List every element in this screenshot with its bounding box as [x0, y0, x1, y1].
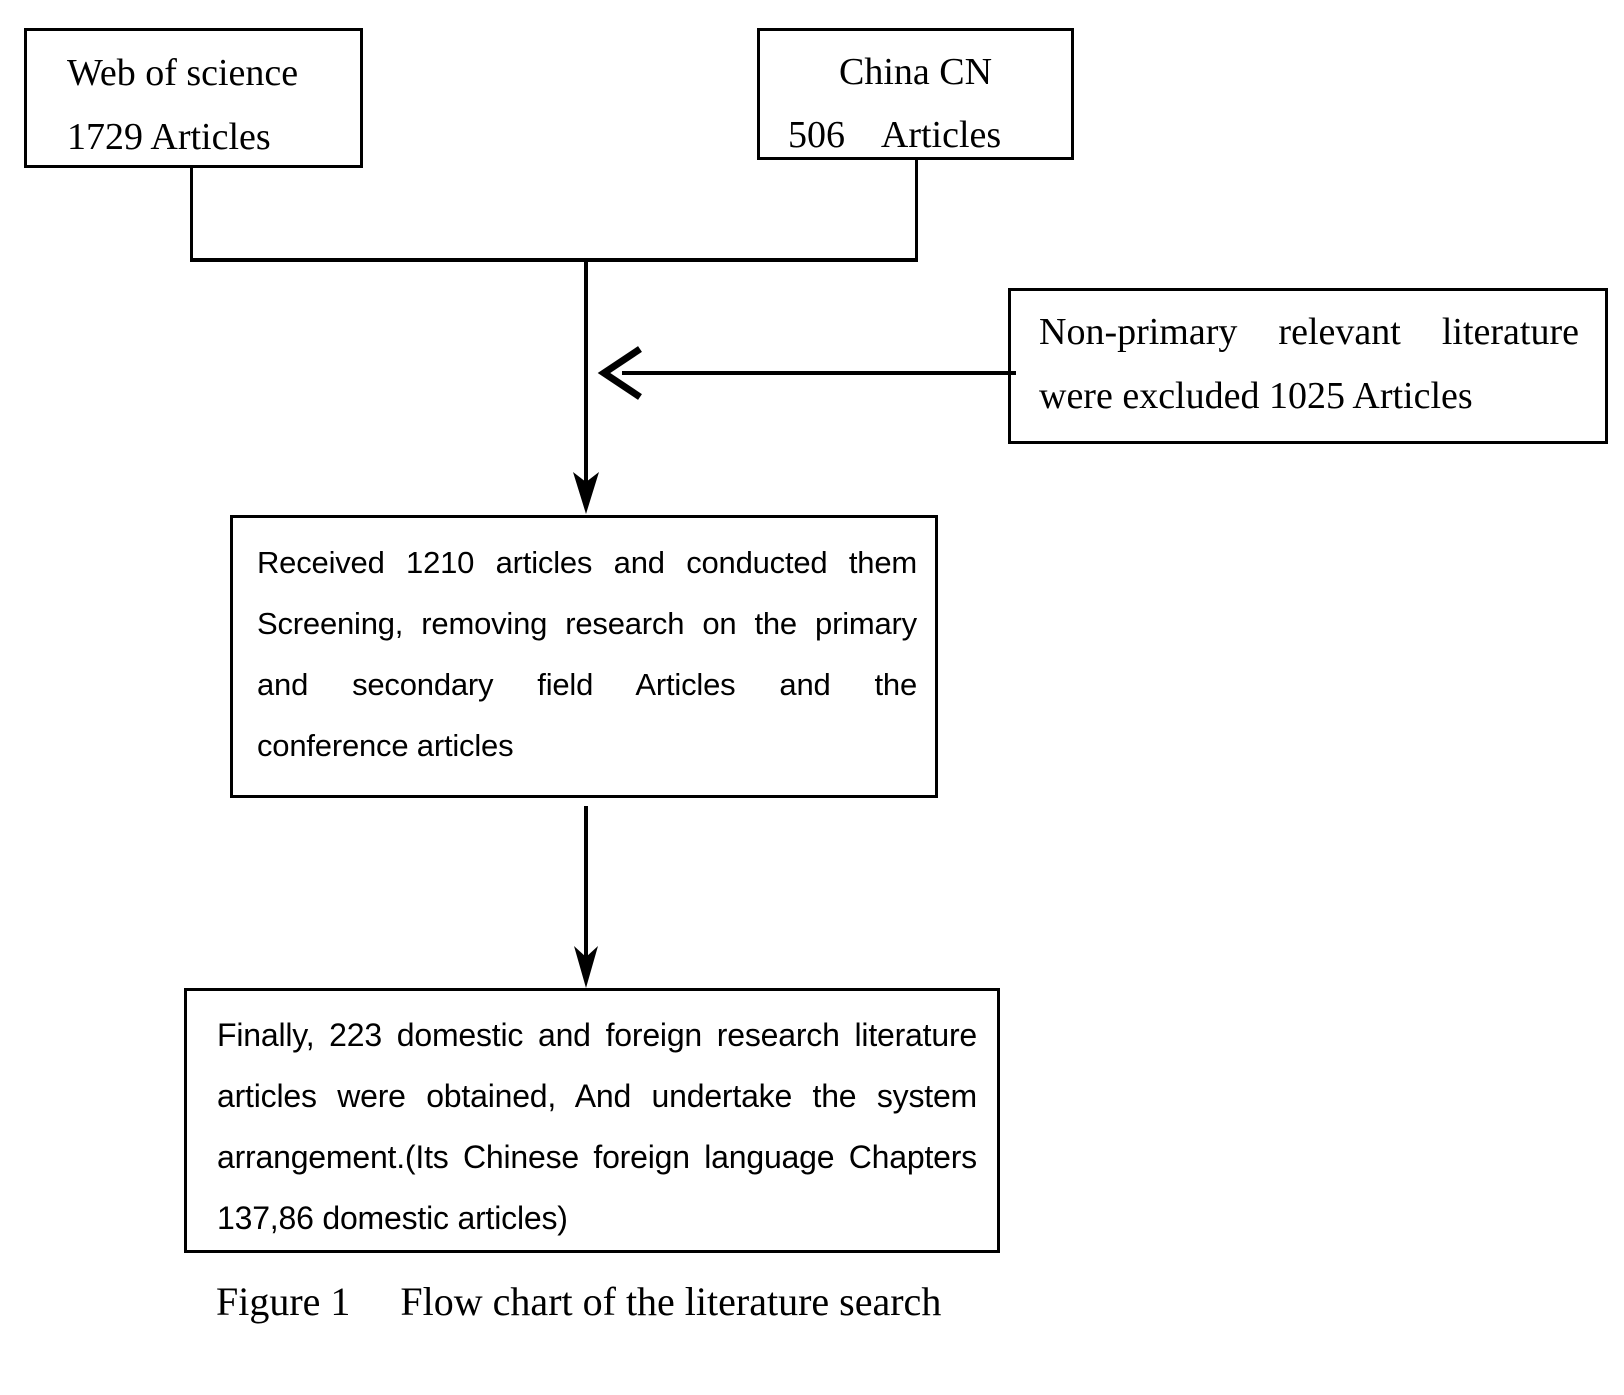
- source-china-cn-count: 506 Articles: [788, 114, 1002, 156]
- node-source-web-of-science: Web of science 1729 Articles: [24, 28, 363, 168]
- node-source-china-cn: China CN 506 Articles: [757, 28, 1074, 160]
- excluded-line-1: Non-primary relevant literature: [1039, 311, 1579, 353]
- screening-paragraph-2: conference articles: [257, 728, 514, 763]
- source-web-of-science-name: Web of science: [67, 52, 299, 94]
- figure-caption: Figure 1 Flow chart of the literature se…: [216, 1279, 942, 1324]
- connector-china-cn-drop: [915, 160, 918, 262]
- final-paragraph-2: 137,86 domestic articles): [217, 1200, 568, 1236]
- final-text: Finally, 223 domestic and foreign resear…: [217, 1005, 977, 1249]
- screening-paragraph-1: Received 1210 articles and conducted the…: [257, 545, 917, 702]
- source-web-of-science-count: 1729 Articles: [67, 116, 271, 158]
- arrow-screening-to-final: [574, 806, 598, 988]
- arrow-exclusion-to-flow: [597, 346, 1016, 400]
- connector-web-of-science-drop: [190, 168, 193, 262]
- arrow-merge-to-screening: [573, 258, 599, 514]
- node-final-result: Finally, 223 domestic and foreign resear…: [184, 988, 1000, 1253]
- node-excluded-literature: Non-primary relevant literature were exc…: [1008, 288, 1608, 444]
- node-screening: Received 1210 articles and conducted the…: [230, 515, 938, 798]
- final-paragraph-1: Finally, 223 domestic and foreign resear…: [217, 1017, 977, 1175]
- excluded-line-2: were excluded 1025 Articles: [1039, 375, 1473, 417]
- screening-text: Received 1210 articles and conducted the…: [257, 532, 917, 776]
- connector-merge-bar: [190, 258, 918, 262]
- source-china-cn-name: China CN: [838, 51, 993, 93]
